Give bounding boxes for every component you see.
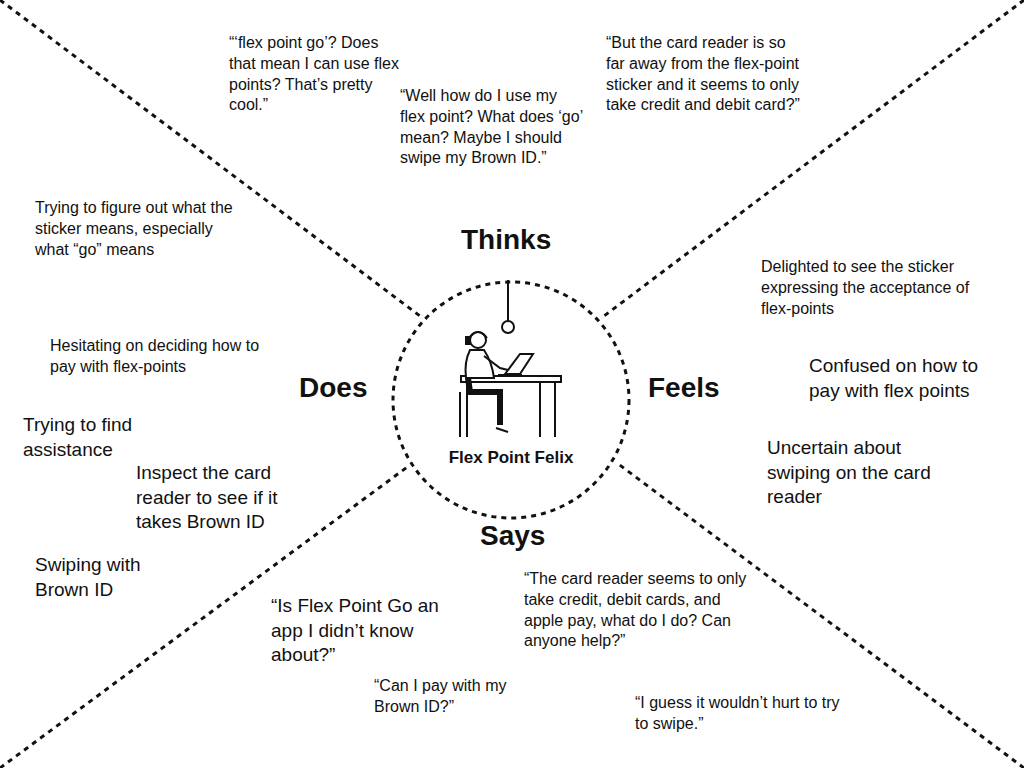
sticky-note: “But the card reader is so far away from… — [606, 33, 806, 116]
sticky-note: “I guess it wouldn’t hurt to try to swip… — [635, 693, 845, 735]
divider-line — [0, 0, 420, 316]
sticky-note: Trying to figure out what the sticker me… — [35, 198, 235, 260]
person-illustration — [460, 280, 561, 437]
sticky-note: Confused on how to pay with flex points — [809, 354, 1004, 403]
sticky-note: “‘flex point go’? Does that mean I can u… — [229, 33, 409, 116]
sticky-note: “The card reader seems to only take cred… — [524, 569, 759, 652]
quadrant-heading: Feels — [648, 370, 720, 406]
divider-line — [0, 465, 410, 768]
sticky-note: Hesitating on deciding how to pay with f… — [50, 336, 285, 378]
sticky-note: “Is Flex Point Go an app I didn’t know a… — [271, 594, 461, 668]
sticky-note: Swiping with Brown ID — [35, 553, 170, 602]
quadrant-heading: Thinks — [461, 222, 551, 258]
circle-outline — [391, 280, 631, 520]
sticky-note: Uncertain about swiping on the card read… — [767, 436, 962, 510]
sticky-note: “Can I pay with my Brown ID?” — [374, 676, 544, 718]
sticky-note: Trying to find assistance — [23, 413, 163, 462]
quadrant-heading: Says — [480, 518, 545, 554]
sticky-note: Delighted to see the sticker expressing … — [761, 257, 986, 319]
sticky-note: Inspect the card reader to see if it tak… — [136, 461, 296, 535]
sticky-note: “Well how do I use my flex point? What d… — [400, 86, 585, 169]
persona-name: Flex Point Felix — [391, 448, 631, 468]
persona-circle: Flex Point Felix — [391, 280, 631, 520]
quadrant-heading: Does — [299, 370, 367, 406]
